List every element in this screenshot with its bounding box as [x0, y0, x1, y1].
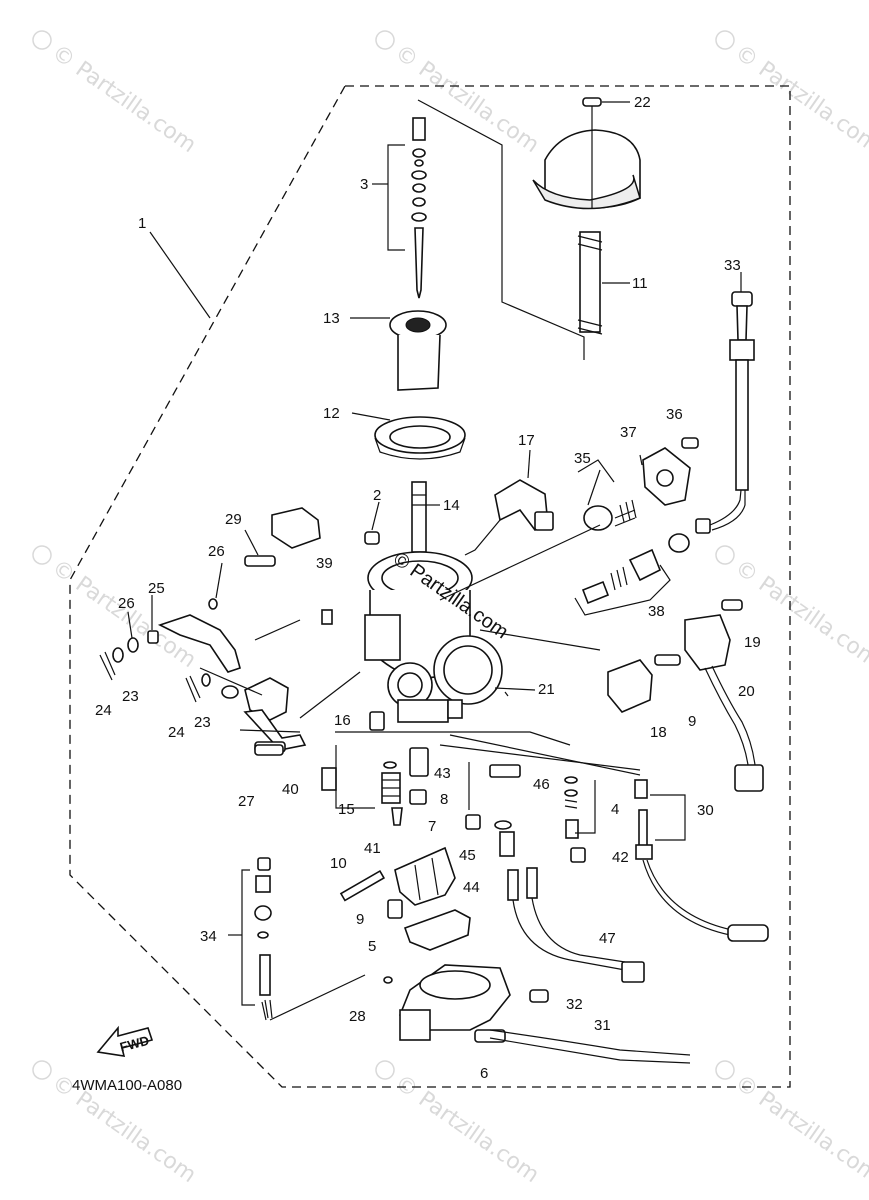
needle-bracket — [417, 99, 585, 360]
callout-10: 10 — [330, 855, 347, 872]
float-bowl — [383, 964, 691, 1064]
callout-5: 5 — [368, 938, 376, 955]
callout-7: 7 — [428, 818, 436, 835]
connector-lines — [199, 524, 641, 1021]
callout-19: 19 — [744, 634, 761, 651]
drain-hoses — [507, 867, 645, 983]
callout-41: 41 — [364, 840, 381, 857]
pins-washers — [99, 595, 211, 703]
callout-47: 47 — [599, 930, 616, 947]
diagram-code: 4WMA100-A080 — [72, 1077, 182, 1094]
callout-30: 30 — [697, 802, 714, 819]
callout-3: 3 — [360, 176, 368, 193]
starter-cable — [695, 272, 755, 534]
throttle-valve — [350, 310, 447, 391]
callout-13: 13 — [323, 310, 340, 327]
idle-screw-set — [228, 857, 273, 1021]
callout-15: 15 — [338, 801, 355, 818]
callout-labels: 1 2 3 4 5 6 7 8 9 9 10 11 12 13 14 15 16… — [95, 94, 761, 1082]
carburetor-body — [364, 551, 503, 723]
callout-43: 43 — [434, 765, 451, 782]
callout-9b: 9 — [356, 911, 364, 928]
part-43 — [409, 747, 429, 777]
screw-39 — [321, 609, 333, 625]
callout-8: 8 — [440, 791, 448, 808]
callout-21: 21 — [538, 681, 555, 698]
watermark-text: © Partzilla.com — [390, 1070, 543, 1188]
jets-right — [564, 776, 769, 942]
callout-23b: 23 — [194, 714, 211, 731]
pilot-screw-group — [335, 745, 403, 826]
callout-23a: 23 — [122, 688, 139, 705]
callout-31: 31 — [594, 1017, 611, 1034]
watermark-text: © Partzilla.com — [47, 40, 200, 158]
top-cover-group — [532, 97, 641, 335]
watermark-text: © Partzilla.com — [730, 555, 869, 673]
part-46 — [489, 764, 521, 778]
fwd-arrow-icon: FWD — [96, 1025, 154, 1057]
part-8 — [409, 789, 427, 805]
callout-22: 22 — [634, 94, 651, 111]
callout-12: 12 — [323, 405, 340, 422]
callout-26b: 26 — [208, 543, 225, 560]
callout-40: 40 — [282, 781, 299, 798]
callout-45: 45 — [459, 847, 476, 864]
callout-11: 11 — [632, 275, 648, 292]
screw-27 — [254, 744, 284, 756]
callout-32: 32 — [566, 996, 583, 1013]
float-group — [339, 846, 471, 951]
callout-44: 44 — [463, 879, 480, 896]
callout-16: 16 — [334, 712, 351, 729]
callout-2: 2 — [373, 487, 381, 504]
callout-1: 1 — [138, 215, 146, 232]
screw-16 — [369, 711, 385, 731]
callout-33: 33 — [724, 257, 741, 274]
callout-42: 42 — [612, 849, 629, 866]
callout-38: 38 — [648, 603, 665, 620]
callout-39: 39 — [316, 555, 333, 572]
callout-36: 36 — [666, 406, 683, 423]
callout-26a: 26 — [118, 595, 135, 612]
callout-25: 25 — [148, 580, 165, 597]
callout-35: 35 — [574, 450, 591, 467]
callout-24a: 24 — [95, 702, 112, 719]
callout-20: 20 — [738, 683, 755, 700]
hose-elbow — [464, 449, 554, 556]
callout-14: 14 — [443, 497, 460, 514]
callout-24b: 24 — [168, 724, 185, 741]
jet-needle-set — [372, 117, 427, 299]
watermark-text: © Partzilla.com — [730, 1070, 869, 1188]
callout-28: 28 — [349, 1008, 366, 1025]
watermark-text: © Partzilla.com — [730, 40, 869, 158]
part-7 — [465, 814, 481, 830]
callout-46: 46 — [533, 776, 550, 793]
callout-17: 17 — [518, 432, 535, 449]
callout-9a: 9 — [688, 713, 696, 730]
callout-37: 37 — [620, 424, 637, 441]
sensor-40 — [321, 767, 337, 791]
callout-27: 27 — [238, 793, 255, 810]
diaphragm — [351, 412, 466, 460]
callout-34: 34 — [200, 928, 217, 945]
starter-plunger-group — [574, 437, 699, 616]
part-44-45 — [494, 820, 515, 857]
fwd-label: FWD — [118, 1033, 150, 1055]
assembly-boundary — [69, 85, 791, 1088]
callout-4: 4 — [611, 801, 619, 818]
throttle-sensor — [607, 599, 764, 792]
callout-29: 29 — [225, 511, 242, 528]
callout-18: 18 — [650, 724, 667, 741]
callout-6: 6 — [480, 1065, 488, 1082]
throttle-linkage — [157, 507, 321, 753]
